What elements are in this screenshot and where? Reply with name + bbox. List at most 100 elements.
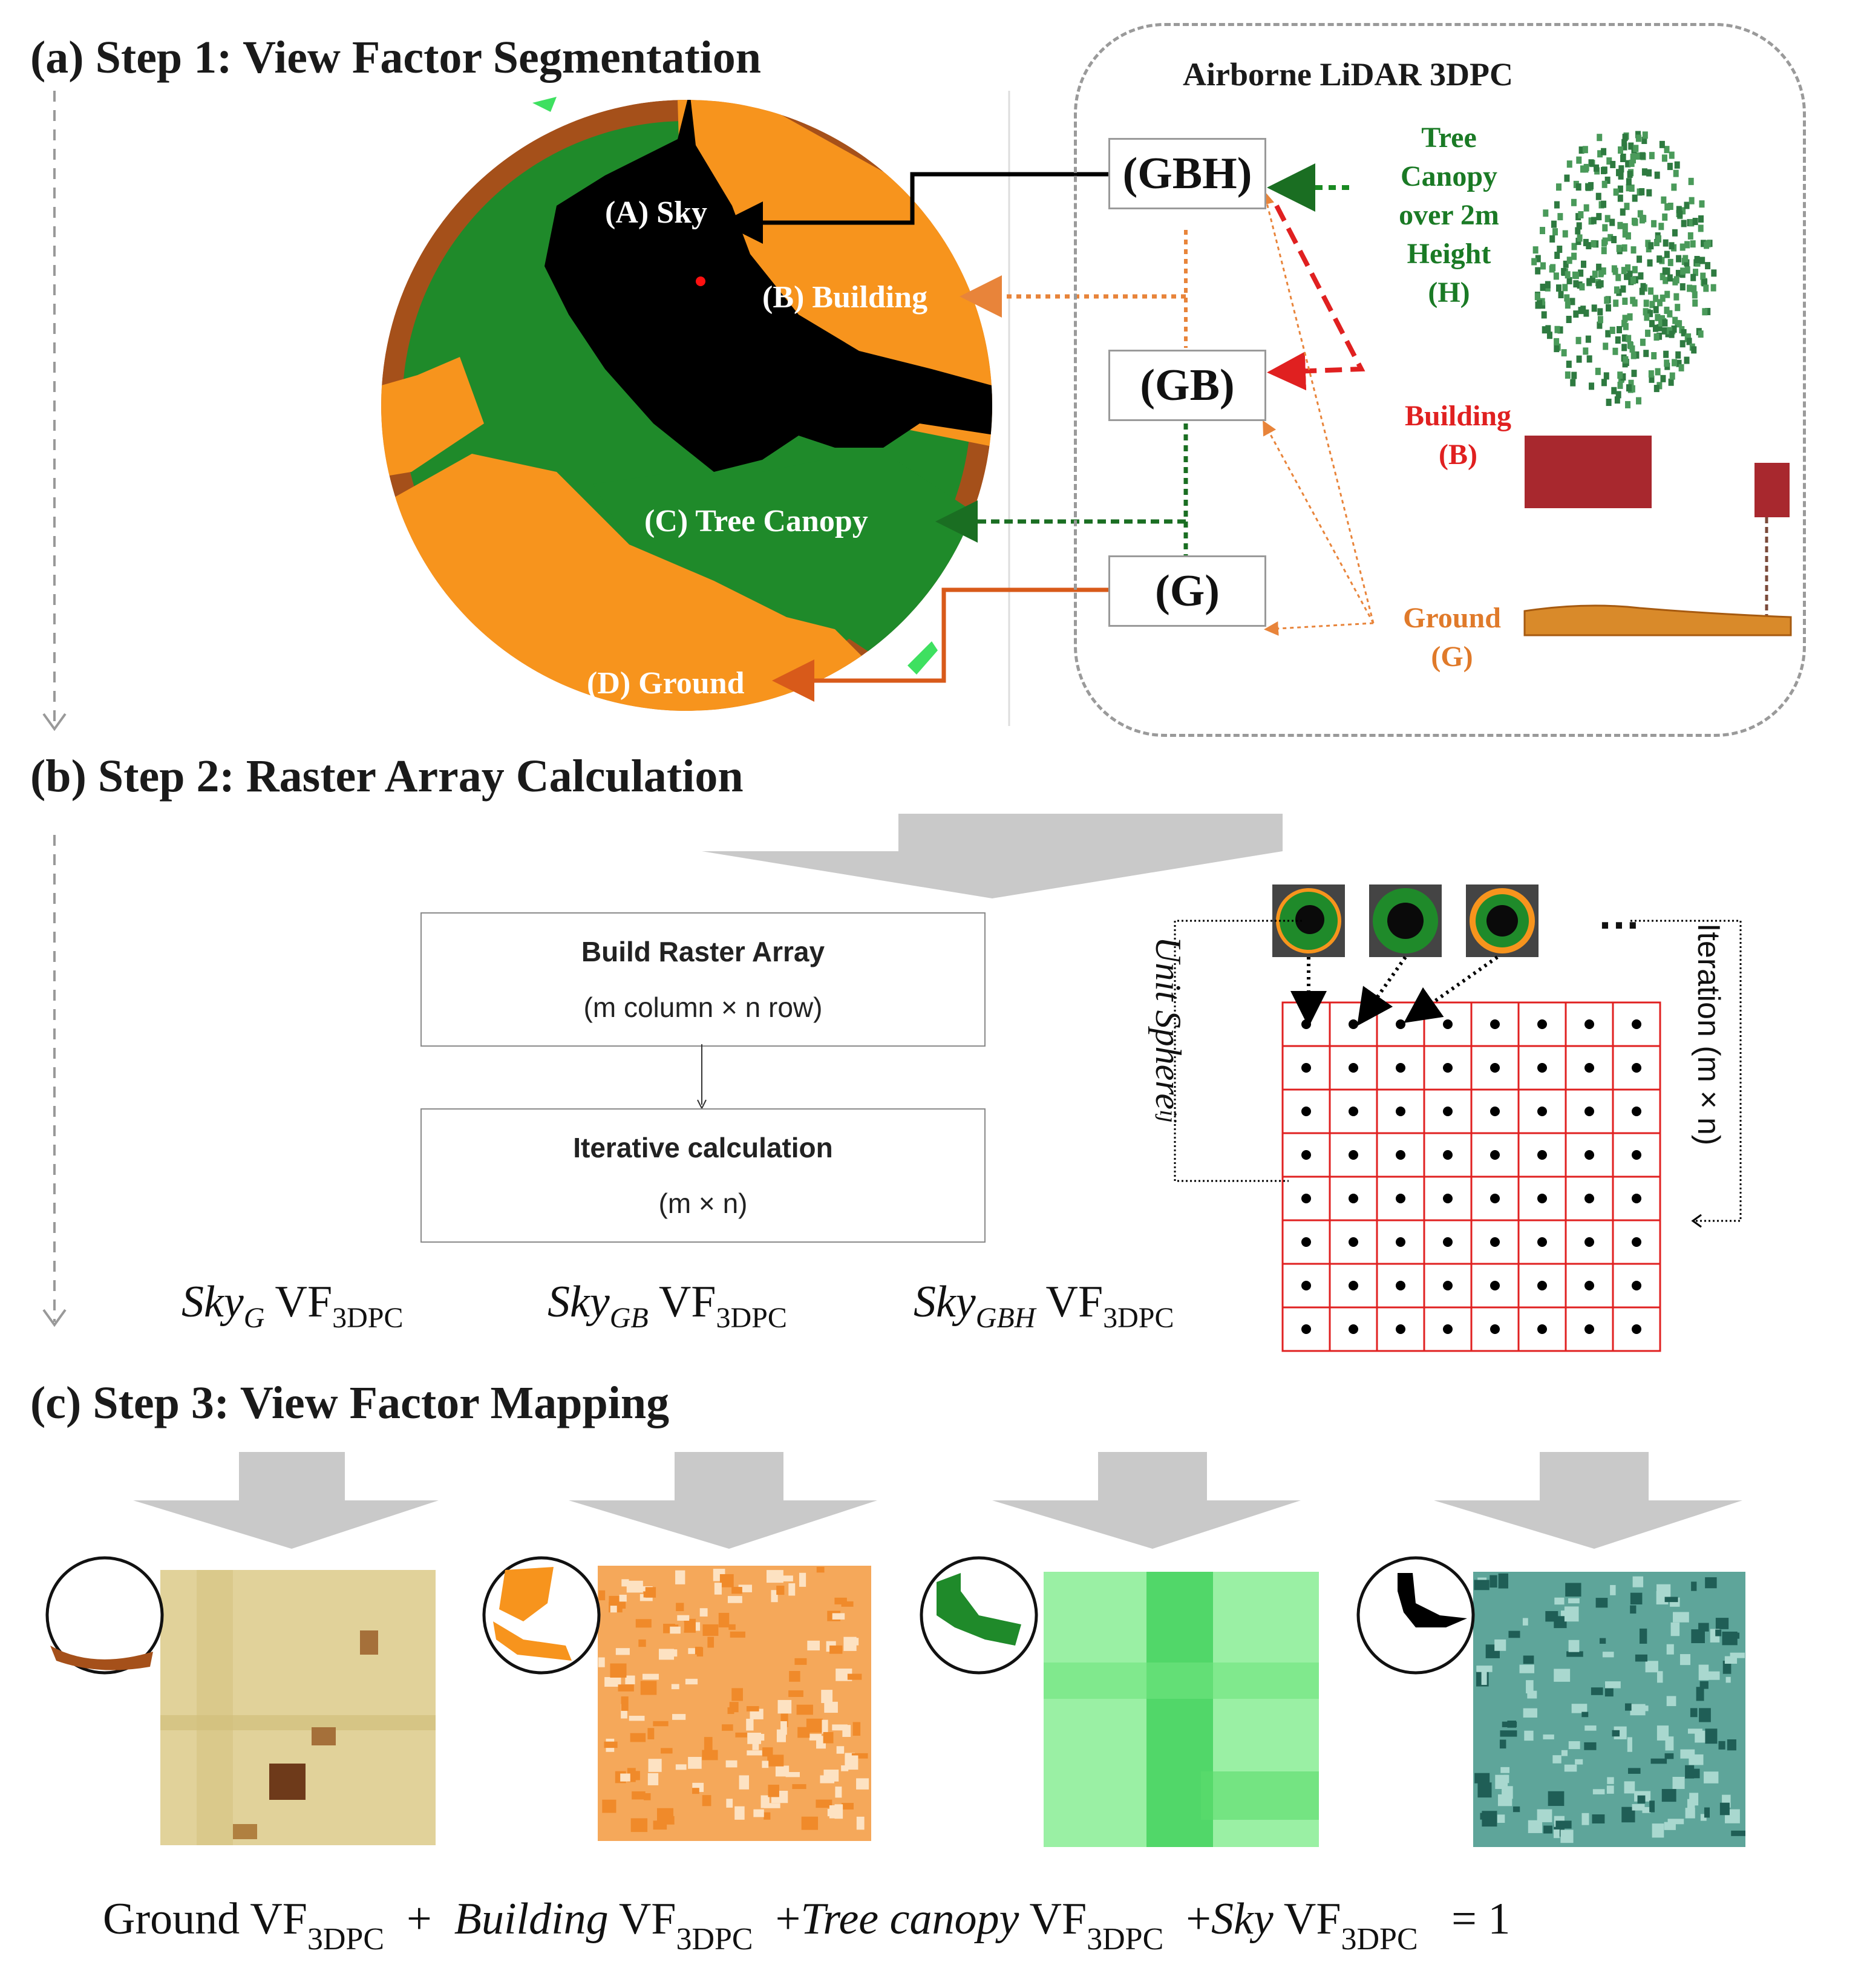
tree-point xyxy=(1675,319,1681,327)
tree-point xyxy=(1639,188,1645,195)
sky-block xyxy=(1490,1575,1497,1588)
sky-vf-g-base: Sky xyxy=(181,1277,244,1327)
ground-point-cloud xyxy=(1523,604,1792,636)
fisheye-thumb-3 xyxy=(1466,884,1539,957)
tree-point xyxy=(1615,336,1621,344)
grid-point xyxy=(1490,1237,1500,1247)
tree-point xyxy=(1680,207,1686,215)
tree-point xyxy=(1572,271,1578,279)
tree-point xyxy=(1625,160,1631,168)
tree-point xyxy=(1595,192,1601,200)
building-block xyxy=(727,1596,742,1603)
tree-point xyxy=(1653,385,1660,393)
tree-point xyxy=(1540,283,1546,291)
tree-point xyxy=(1667,163,1673,171)
building-block xyxy=(610,1663,627,1678)
sky-block xyxy=(1715,1629,1722,1637)
tree-legend-line-2: Canopy xyxy=(1400,160,1498,192)
building-block xyxy=(695,1646,702,1655)
building-legend-line-2: (B) xyxy=(1439,439,1477,471)
g-box: (G) xyxy=(1108,555,1266,627)
grid-point xyxy=(1443,1019,1453,1029)
building-block xyxy=(796,1704,813,1715)
building-block xyxy=(621,1704,627,1719)
tree-point xyxy=(1630,296,1636,304)
tree-point xyxy=(1629,185,1635,192)
tree-point xyxy=(1679,340,1686,348)
sky-block xyxy=(1604,1681,1621,1689)
tree-point xyxy=(1661,154,1667,162)
sky-block xyxy=(1627,1737,1632,1752)
building-block xyxy=(775,1765,790,1777)
tree-point xyxy=(1647,259,1653,267)
building-vf-thumb xyxy=(482,1556,601,1675)
grid-point xyxy=(1349,1150,1358,1160)
tree-point xyxy=(1636,397,1642,405)
eq-3dpc-1: 3DPC xyxy=(307,1922,385,1957)
ground-legend: Ground (G) xyxy=(1388,599,1516,676)
sky-block xyxy=(1699,1708,1711,1722)
sky-block xyxy=(1705,1577,1717,1589)
sky-block xyxy=(1679,1654,1691,1666)
tree-point xyxy=(1576,156,1582,164)
sky-block xyxy=(1528,1820,1543,1833)
sky-block xyxy=(1632,1803,1645,1811)
tree-legend-line-5: (H) xyxy=(1428,276,1470,309)
ground-legend-line-2: (G) xyxy=(1431,641,1473,673)
tree-point xyxy=(1651,352,1657,360)
sky-vf-gb-base: Sky xyxy=(548,1277,610,1327)
grid-point xyxy=(1584,1063,1594,1073)
tree-point xyxy=(1549,235,1555,243)
sky-block xyxy=(1543,1734,1554,1740)
tree-point xyxy=(1638,272,1644,280)
sky-block xyxy=(1612,1730,1620,1737)
grid-point xyxy=(1537,1281,1547,1290)
tree-region-lower xyxy=(593,460,980,653)
tree-point xyxy=(1602,224,1608,232)
sky-block xyxy=(1731,1830,1745,1836)
building-block xyxy=(620,1773,630,1782)
eq-vf-1: VF xyxy=(250,1894,307,1944)
sky-block xyxy=(1526,1680,1534,1693)
tree-point xyxy=(1620,153,1626,161)
raster-grid xyxy=(1281,1001,1661,1352)
iterative-calc-title: Iterative calculation xyxy=(573,1132,833,1163)
tree-point xyxy=(1553,272,1559,280)
tree-point xyxy=(1672,229,1678,237)
building-block xyxy=(780,1721,787,1735)
grid-point xyxy=(1396,1107,1405,1116)
sky-vf-gbh-vf: VF xyxy=(1035,1277,1104,1327)
tree-point xyxy=(1571,371,1577,379)
sky-vf-g-sub: G xyxy=(243,1302,265,1334)
tree-point xyxy=(1539,298,1545,306)
tree-point xyxy=(1667,327,1673,335)
tree-point xyxy=(1607,234,1614,241)
sky-block xyxy=(1500,1767,1510,1773)
sky-vf-gbh-sub: GBH xyxy=(975,1302,1036,1334)
tree-point xyxy=(1595,367,1601,375)
building-block xyxy=(619,1594,627,1602)
tree-point xyxy=(1663,276,1669,284)
sky-block xyxy=(1537,1809,1552,1822)
tree-point xyxy=(1614,286,1620,294)
tree-point xyxy=(1554,325,1560,333)
grid-point xyxy=(1396,1019,1405,1029)
tree-point xyxy=(1596,263,1602,271)
tree-point xyxy=(1566,160,1572,168)
sky-block xyxy=(1664,1753,1674,1759)
sky-block xyxy=(1602,1652,1614,1658)
grid-point xyxy=(1632,1019,1641,1029)
tree-point xyxy=(1669,242,1675,250)
sky-block xyxy=(1595,1598,1608,1608)
sky-region xyxy=(544,100,992,472)
tree-point xyxy=(1625,401,1631,408)
sky-block xyxy=(1606,1785,1614,1794)
building-block xyxy=(777,1699,792,1714)
tree-point xyxy=(1570,379,1576,387)
tree-point xyxy=(1641,168,1647,176)
tree-point xyxy=(1586,278,1592,286)
building-point-cloud-small xyxy=(1754,463,1790,517)
sky-block xyxy=(1722,1631,1738,1646)
grid-point xyxy=(1301,1107,1311,1116)
sky-block xyxy=(1610,1584,1616,1595)
